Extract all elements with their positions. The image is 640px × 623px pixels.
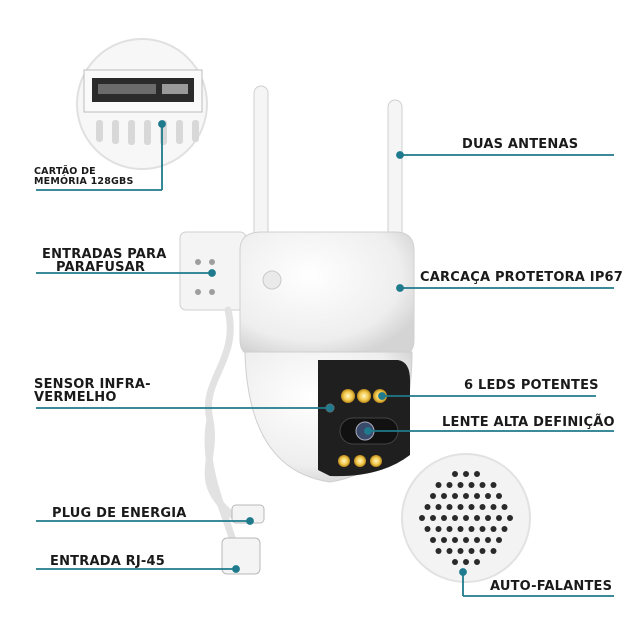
speaker-hole — [474, 471, 480, 477]
antennas-label: DUAS ANTENAS — [462, 137, 579, 152]
screws-label-2: PARAFUSAR — [56, 260, 146, 275]
speaker-hole — [490, 504, 497, 510]
speaker-hole — [441, 537, 447, 543]
speaker-hole — [435, 548, 442, 554]
speaker-hole — [485, 515, 491, 521]
camera-housing — [239, 231, 415, 357]
speaker-hole — [463, 559, 469, 565]
speaker-hole — [474, 515, 480, 521]
speaker-hole — [452, 493, 458, 499]
speaker-hole — [479, 504, 486, 510]
speaker-hole — [452, 515, 458, 521]
speaker-hole — [435, 504, 442, 510]
speaker-hole — [419, 515, 425, 521]
rj45-label: ENTRADA RJ-45 — [50, 554, 166, 569]
speaker-hole — [441, 493, 447, 499]
speaker-hole — [457, 482, 464, 488]
speaker-hole — [474, 559, 480, 565]
speaker-hole — [430, 493, 436, 499]
speaker-hole — [430, 537, 436, 543]
speaker-hole — [424, 526, 431, 532]
speaker-hole — [435, 526, 442, 532]
speaker-hole — [474, 493, 480, 499]
speaker-hole — [496, 515, 502, 521]
speaker-hole — [452, 471, 458, 477]
memory-card-label-1: CARTÃO DE — [34, 166, 96, 177]
speaker-hole — [485, 493, 491, 499]
leds-label: 6 LEDS POTENTES — [464, 378, 599, 393]
speaker-hole — [479, 526, 486, 532]
speaker-hole — [441, 515, 447, 521]
speaker-holes — [419, 471, 513, 565]
speaker-hole — [452, 537, 458, 543]
speaker-hole — [490, 526, 497, 532]
screws-label-1: ENTRADAS PARA — [42, 247, 167, 262]
speaker-hole — [463, 493, 469, 499]
speaker-hole — [468, 526, 475, 532]
speaker-hole — [446, 526, 453, 532]
speaker-hole — [463, 537, 469, 543]
memory-card-zoom — [76, 38, 208, 170]
speaker-hole — [446, 482, 453, 488]
speaker-hole — [485, 537, 491, 543]
power-plug-label: PLUG DE ENERGIA — [52, 506, 187, 521]
rj45-connector — [221, 537, 261, 575]
speaker-hole — [452, 559, 458, 565]
speaker-hole — [468, 504, 475, 510]
speaker-hole — [463, 515, 469, 521]
speakers-label: AUTO-FALANTES — [490, 579, 613, 594]
speaker-hole — [479, 548, 486, 554]
speaker-hole — [490, 548, 497, 554]
housing-label: CARCAÇA PROTETORA IP67 — [420, 270, 624, 285]
speaker-hole — [501, 504, 508, 510]
speaker-hole — [457, 548, 464, 554]
speaker-hole — [468, 482, 475, 488]
speaker-hole — [457, 504, 464, 510]
speaker-hole — [435, 482, 442, 488]
ir-sensor-label-1: SENSOR INFRA- — [34, 377, 151, 392]
speaker-hole — [479, 482, 486, 488]
speaker-hole — [446, 548, 453, 554]
speaker-hole — [446, 504, 453, 510]
callout-lines — [36, 120, 614, 597]
speaker-hole — [501, 526, 508, 532]
memory-card-label-2: MEMÓRIA 128GBS — [34, 176, 134, 187]
speaker-hole — [468, 548, 475, 554]
speaker-hole — [496, 493, 502, 499]
speaker-hole — [507, 515, 513, 521]
ir-sensor-label-2: VERMELHO — [34, 390, 117, 405]
speaker-hole — [474, 537, 480, 543]
speaker-hole — [490, 482, 497, 488]
antenna-right — [387, 99, 403, 251]
speaker-hole — [496, 537, 502, 543]
speaker-hole — [430, 515, 436, 521]
speaker-hole — [424, 504, 431, 510]
speaker-hole — [457, 526, 464, 532]
lens-label: LENTE ALTA DEFINIÇÃO — [442, 415, 615, 430]
speaker-hole — [463, 471, 469, 477]
